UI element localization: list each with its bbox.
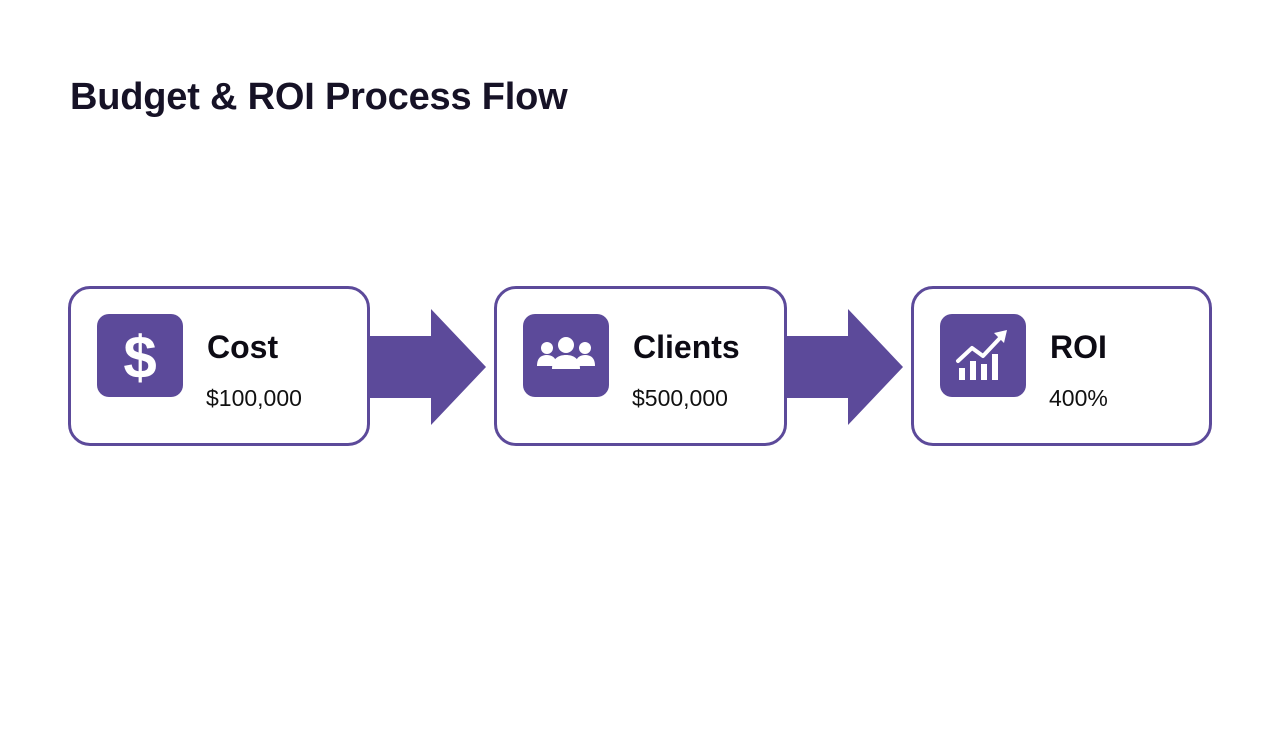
step-value: 400%	[1049, 385, 1108, 411]
growth-chart-icon	[940, 314, 1026, 397]
step-card-cost: $ Cost $100,000	[68, 286, 370, 446]
step-label: ROI	[1050, 329, 1107, 365]
step-value: $100,000	[206, 385, 302, 411]
step-value: $500,000	[632, 385, 728, 411]
dollar-icon: $	[97, 314, 183, 397]
flow-arrow	[785, 309, 905, 425]
step-card-roi: ROI 400%	[911, 286, 1212, 446]
flow-arrow	[368, 309, 488, 425]
slide-title: Budget & ROI Process Flow	[70, 76, 568, 118]
users-icon	[523, 314, 609, 397]
step-label: Cost	[207, 329, 279, 365]
step-card-clients: Clients $500,000	[494, 286, 787, 446]
svg-text:$: $	[123, 324, 156, 391]
step-label: Clients	[633, 329, 740, 365]
